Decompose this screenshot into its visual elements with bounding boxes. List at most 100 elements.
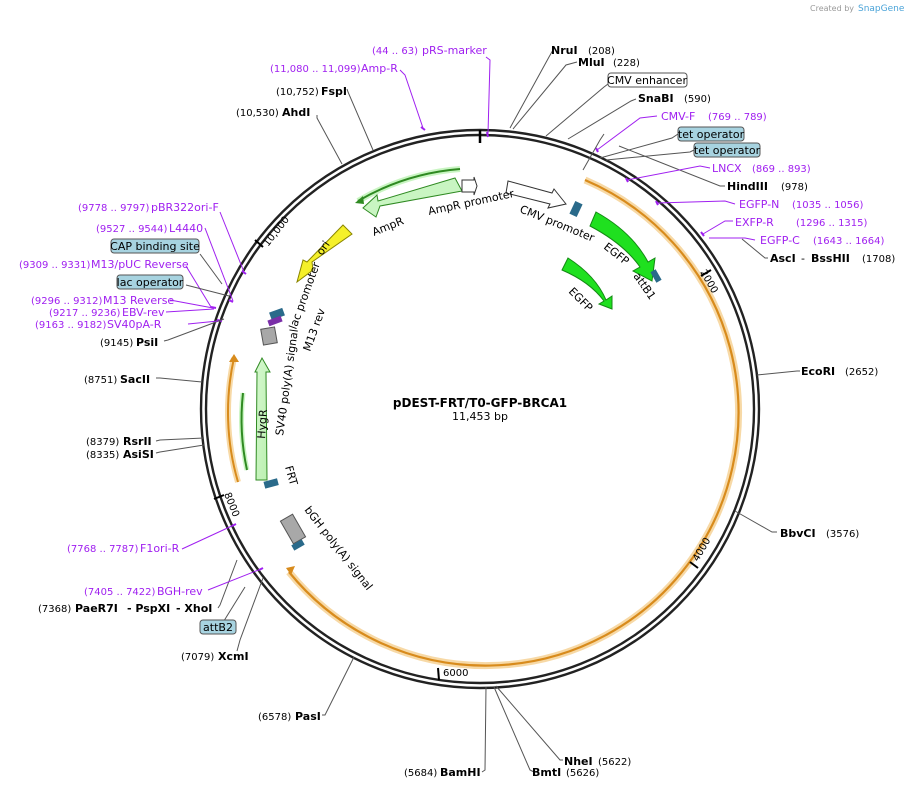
site-name: AscI — [770, 252, 796, 265]
site-nhei[interactable]: NheI (5622) — [564, 755, 631, 768]
primer-name: LNCX — [712, 162, 742, 175]
primer-name: pRS-marker — [422, 44, 487, 57]
site-pos: (5626) — [566, 768, 599, 779]
box-tet-operator-1[interactable]: tet operator — [677, 126, 745, 142]
box-tet-operator-2[interactable]: tet operator — [693, 142, 761, 158]
primer-l4440[interactable]: (9527 .. 9544) L4440 — [96, 222, 203, 235]
site-bmti[interactable]: BmtI (5626) — [532, 766, 599, 779]
site-bbvci[interactable]: BbvCI (3576) — [780, 527, 859, 540]
primer-name: SV40pA-R — [107, 318, 162, 331]
site-pos: (1708) — [862, 254, 895, 265]
site-name: EcoRI — [801, 365, 835, 378]
site-asisi[interactable]: (8335) AsiSI — [86, 448, 154, 461]
primer-f1ori-r[interactable]: (7768 .. 7787) F1ori-R — [67, 542, 180, 555]
hygr-line — [240, 392, 248, 471]
box-cap-binding-site[interactable]: CAP binding site — [110, 238, 200, 254]
orange-arc-left — [227, 357, 239, 483]
primer-name: BGH-rev — [157, 585, 203, 598]
site-pos: (5684) — [404, 768, 437, 779]
primer-egfp-c[interactable]: EGFP-C (1643 .. 1664) — [760, 234, 885, 247]
site-xcmi[interactable]: (7079) XcmI — [181, 650, 249, 663]
primer-cmv-f[interactable]: CMV-F (769 .. 789) — [661, 110, 767, 123]
site-hindiii[interactable]: HindIII (978) — [727, 180, 808, 193]
site-name: BbvCI — [780, 527, 816, 540]
site-pos: (10,752) — [276, 87, 319, 98]
site-name-2: - PspXI — [127, 602, 170, 615]
site-pos: (590) — [684, 94, 711, 105]
ampr-feature-arrow[interactable] — [362, 177, 463, 218]
site-leaders — [155, 49, 800, 773]
primer-amp-r[interactable]: (11,080 .. 11,099) Amp-R — [270, 62, 398, 75]
box-tet-operator-2-rect — [693, 142, 761, 158]
ampr-line — [357, 168, 461, 202]
primer-pbr322ori-f[interactable]: (9778 .. 9797) pBR322ori-F — [78, 201, 219, 214]
site-ahdi[interactable]: (10,530) AhdI — [236, 106, 310, 119]
primer-name: EGFP-N — [739, 198, 779, 211]
primer-prs-marker[interactable]: (44 .. 63) pRS-marker — [372, 44, 487, 57]
cmv-promoter-arrow[interactable] — [505, 180, 567, 209]
primer-egfp-n[interactable]: EGFP-N (1035 .. 1056) — [739, 198, 864, 211]
site-fspi[interactable]: (10,752) FspI — [276, 85, 347, 98]
ampr-promoter-arrow[interactable] — [461, 176, 478, 196]
site-name: NruI — [551, 44, 578, 57]
box-cap-binding-site-label: CAP binding site — [110, 240, 200, 253]
site-nrui[interactable]: NruI (208) — [551, 44, 615, 57]
primer-ebv-rev[interactable]: (9217 .. 9236) EBV-rev — [49, 306, 165, 319]
hygr-feature-arrow[interactable] — [254, 356, 271, 481]
box-attb2[interactable]: attB2 — [199, 619, 237, 635]
primer-pos: (1035 .. 1056) — [792, 200, 864, 211]
site-name: MluI — [578, 56, 605, 69]
site-name-3: - XhoI — [176, 602, 212, 615]
site-name: XcmI — [218, 650, 249, 663]
egfp-arrow-2[interactable] — [561, 257, 613, 310]
primer-pos: (9778 .. 9797) — [78, 203, 150, 214]
site-name: SacII — [120, 373, 150, 386]
site-asci-bsshii[interactable]: AscI - BssHII (1708) — [770, 252, 895, 265]
primer-lncx[interactable]: LNCX (869 .. 893) — [712, 162, 811, 175]
orange-arc-left-head — [229, 354, 239, 362]
primer-name: pBR322ori-F — [151, 201, 219, 214]
site-psii[interactable]: (9145) PsiI — [100, 336, 158, 349]
box-cmv-enhancer[interactable]: CMV enhancer — [607, 72, 688, 88]
primer-exfp-r[interactable]: EXFP-R (1296 .. 1315) — [735, 216, 868, 229]
primer-pos: (9309 .. 9331) — [19, 260, 91, 271]
attb2-marker — [291, 539, 305, 551]
site-pasi[interactable]: (6578) PasI — [258, 710, 321, 723]
site-paer7i-pspxi-xhoi[interactable]: (7368) PaeR7I - PspXI - XhoI — [38, 602, 212, 615]
primer-sv40pa-r[interactable]: (9163 .. 9182) SV40pA-R — [35, 318, 162, 331]
site-name: PaeR7I — [75, 602, 118, 615]
primer-pos: (7405 .. 7422) — [84, 587, 156, 598]
label-hygr: HygR — [255, 409, 270, 440]
site-sacii[interactable]: (8751) SacII — [84, 373, 150, 386]
primer-bgh-rev[interactable]: (7405 .. 7422) BGH-rev — [84, 585, 203, 598]
site-name: RsrII — [123, 435, 152, 448]
primer-m13-reverse[interactable]: (9296 .. 9312) M13 Reverse — [31, 294, 174, 307]
label-cmv-promoter: CMV promoter — [518, 203, 597, 245]
primer-pos: (9217 .. 9236) — [49, 308, 121, 319]
site-mlui[interactable]: MluI (228) — [578, 56, 640, 69]
tick-4000: 4000 — [689, 536, 713, 569]
site-ecori[interactable]: EcoRI (2652) — [801, 365, 878, 378]
egfp-arrow-1[interactable] — [589, 211, 656, 282]
plasmid-title: pDEST-FRT/T0-GFP-BRCA1 — [393, 396, 567, 410]
box-tet-operator-1-rect — [677, 126, 745, 142]
primer-pos: (9163 .. 9182) — [35, 320, 107, 331]
primer-leaders — [165, 56, 756, 591]
box-lac-operator[interactable]: lac operator — [116, 274, 184, 290]
site-rsrii[interactable]: (8379) RsrII — [86, 435, 152, 448]
primer-name: M13 Reverse — [103, 294, 174, 307]
cmv-site-marker — [569, 200, 583, 218]
box-leaders — [185, 133, 695, 625]
site-pos: (978) — [781, 182, 808, 193]
primer-m13-puc-reverse[interactable]: (9309 .. 9331) M13/pUC Reverse — [19, 258, 189, 271]
box-lac-operator-rect — [116, 274, 184, 290]
site-pos: (10,530) — [236, 108, 279, 119]
label-egfp-2: EGFP — [566, 285, 596, 315]
ori-feature-arrow[interactable] — [296, 224, 353, 284]
box-tet-operator-2-label: tet operator — [694, 144, 761, 157]
primer-pos: (7768 .. 7787) — [67, 544, 139, 555]
site-bamhi[interactable]: (5684) BamHI — [404, 766, 481, 779]
primer-pos: (1643 .. 1664) — [813, 236, 885, 247]
site-snabi[interactable]: SnaBI (590) — [638, 92, 711, 105]
